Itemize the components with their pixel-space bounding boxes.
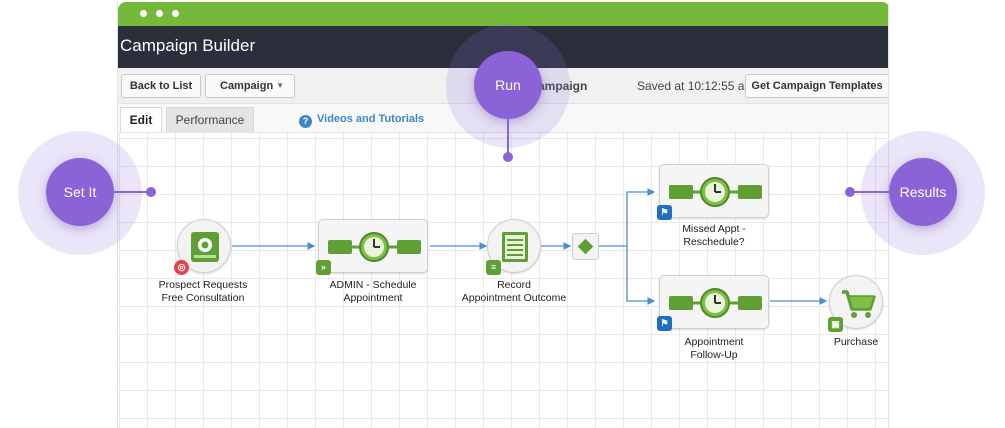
callout-set-it: Set It [46,158,114,226]
back-to-list-button[interactable]: Back to List [121,74,201,98]
node-label-record: Record Appointment Outcome [452,279,576,305]
flag-icon: ⚑ [657,316,672,331]
node-label-followup: Appointment Follow-Up [654,336,774,362]
node-label-purchase: Purchase [816,336,896,349]
connector-line [599,188,656,247]
campaign-select[interactable]: Campaign ▼ [205,74,295,98]
campaign-name[interactable]: ampaign [538,79,588,93]
node-label-followup-text: Appointment Follow-Up [684,336,744,361]
callout-run-label: Run [495,77,521,93]
videos-tutorials-label: Videos and Tutorials [317,113,425,125]
help-icon: ? [299,115,312,128]
purchase-node[interactable] [829,275,883,329]
sequence-timer-icon [328,232,421,262]
callout-results-label: Results [899,184,947,200]
connector-line [626,246,656,305]
tab-edit[interactable]: Edit [120,107,162,132]
sequence-node-missed[interactable] [659,164,769,218]
task-icon: ≡ [486,260,501,275]
diamond-icon [577,238,594,255]
sequence-node-schedule[interactable] [318,219,428,273]
sequence-timer-icon [669,177,762,207]
node-label-missed: Missed Appt - Reschedule? [654,223,774,249]
chevron-down-icon: ▼ [276,81,284,90]
note-icon [502,232,528,262]
window-topbar [118,2,888,26]
node-label-schedule-text: ADMIN - Schedule Appointment [329,279,417,304]
window-dot[interactable] [172,10,179,17]
flag-icon: ⚑ [657,205,672,220]
callout-line [850,191,890,193]
saved-status: Saved at 10:12:55 am [637,79,755,93]
callout-set-it-label: Set It [63,184,97,200]
window-dot[interactable] [140,10,147,17]
node-label-schedule: ADMIN - Schedule Appointment [313,279,433,305]
sequence-timer-icon [669,288,762,318]
cart-icon [842,290,876,318]
sequence-node-followup[interactable] [659,275,769,329]
callout-dot [845,187,855,197]
fast-forward-icon: » [316,260,331,275]
node-label-prospect-text: Prospect Requests Free Consultation [158,279,248,304]
callout-run: Run [474,51,542,119]
callout-line [507,118,509,156]
decision-node[interactable] [572,233,599,260]
node-label-purchase-text: Purchase [833,336,879,348]
callout-dot [146,187,156,197]
node-label-missed-text: Missed Appt - Reschedule? [682,223,746,248]
campaign-select-label: Campaign [220,80,274,92]
videos-tutorials-link[interactable]: ? Videos and Tutorials [299,113,424,128]
web-form-icon [191,232,219,262]
get-templates-button[interactable]: Get Campaign Templates [745,74,888,98]
callout-results: Results [889,158,957,226]
tab-performance[interactable]: Performance [166,107,254,132]
purchase-badge-icon: ▣ [828,317,843,332]
callout-line [114,191,148,193]
window-dot[interactable] [156,10,163,17]
callout-dot [503,152,513,162]
target-icon: ◎ [174,260,189,275]
node-label-record-text: Record Appointment Outcome [461,279,567,304]
node-label-prospect: Prospect Requests Free Consultation [143,279,263,305]
app-title: Campaign Builder [120,36,256,55]
